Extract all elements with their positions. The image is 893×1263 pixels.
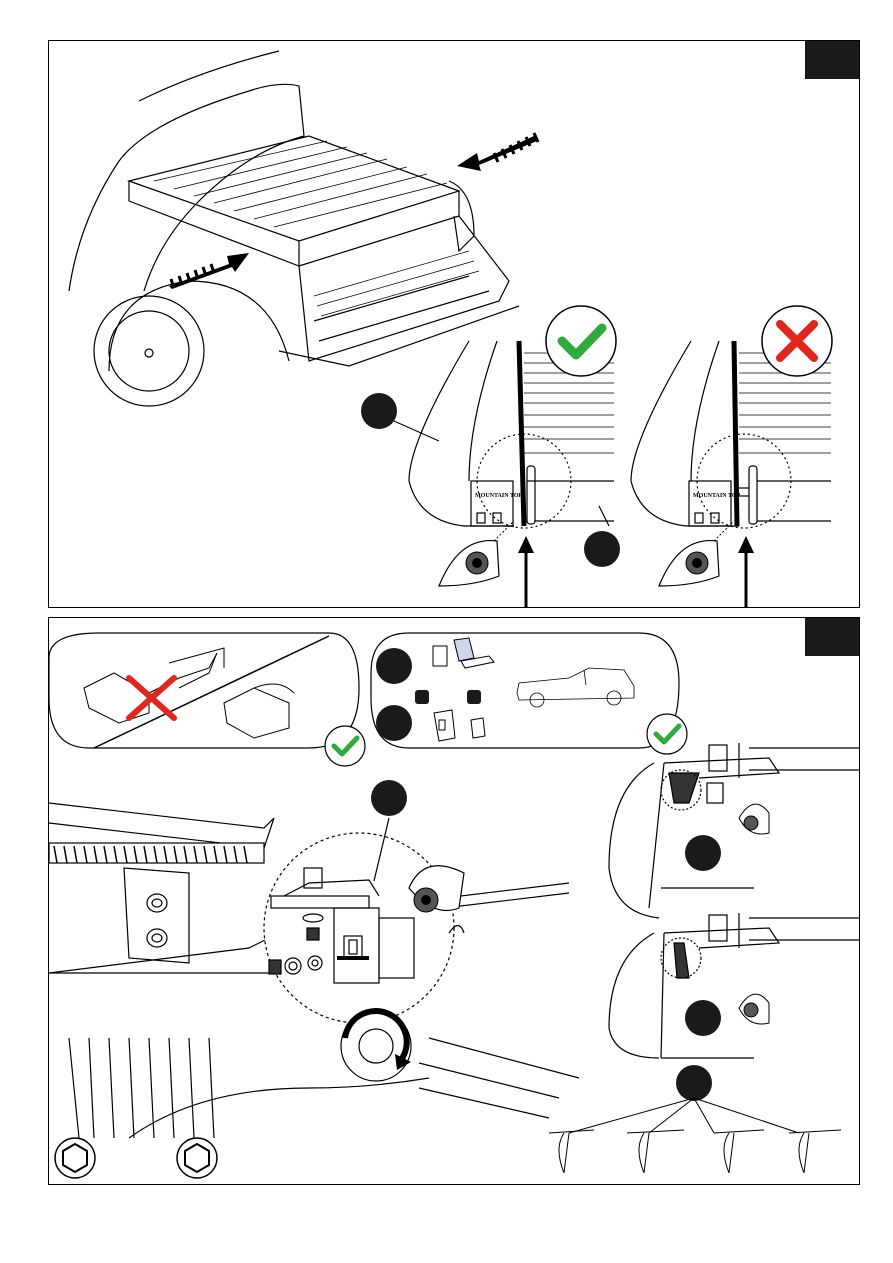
cross-icon [762, 306, 832, 376]
check-icon [325, 726, 365, 766]
detail-top-right [609, 743, 859, 918]
eye-icon [739, 994, 769, 1024]
callout-marker [685, 1000, 721, 1036]
hex-key-icon [177, 1138, 217, 1178]
callout-marker [584, 531, 620, 567]
check-icon [647, 714, 687, 754]
brand-label: MOUNTAIN TOP [693, 493, 741, 499]
step-panel-bottom [48, 617, 860, 1185]
hex-key-icon [55, 1138, 95, 1178]
detail-bottom-right [609, 913, 859, 1058]
eye-icon [659, 521, 734, 586]
check-icon [546, 306, 616, 376]
inset-parts [371, 633, 687, 754]
rotation-indicator [341, 1011, 411, 1081]
callout-marker [676, 1065, 712, 1101]
arrow-icon [457, 133, 538, 171]
bracket-variants [549, 1098, 841, 1173]
step-panel-top: MOUNTAIN TOP [48, 40, 860, 608]
truck-illustration: MOUNTAIN TOP [49, 41, 859, 607]
callout-marker [361, 393, 397, 429]
eye-icon [439, 521, 514, 586]
callout-marker [685, 835, 721, 871]
eye-icon [739, 804, 769, 834]
arrow-icon [518, 536, 534, 607]
arrow-icon [738, 536, 754, 607]
rail-and-bracket [49, 803, 579, 1138]
arrow-icon [169, 253, 249, 289]
callout-marker [371, 780, 407, 816]
inset-bracket-orientation [49, 633, 365, 766]
brand-label: MOUNTAIN TOP [475, 493, 523, 499]
bracket-illustration [49, 618, 859, 1184]
